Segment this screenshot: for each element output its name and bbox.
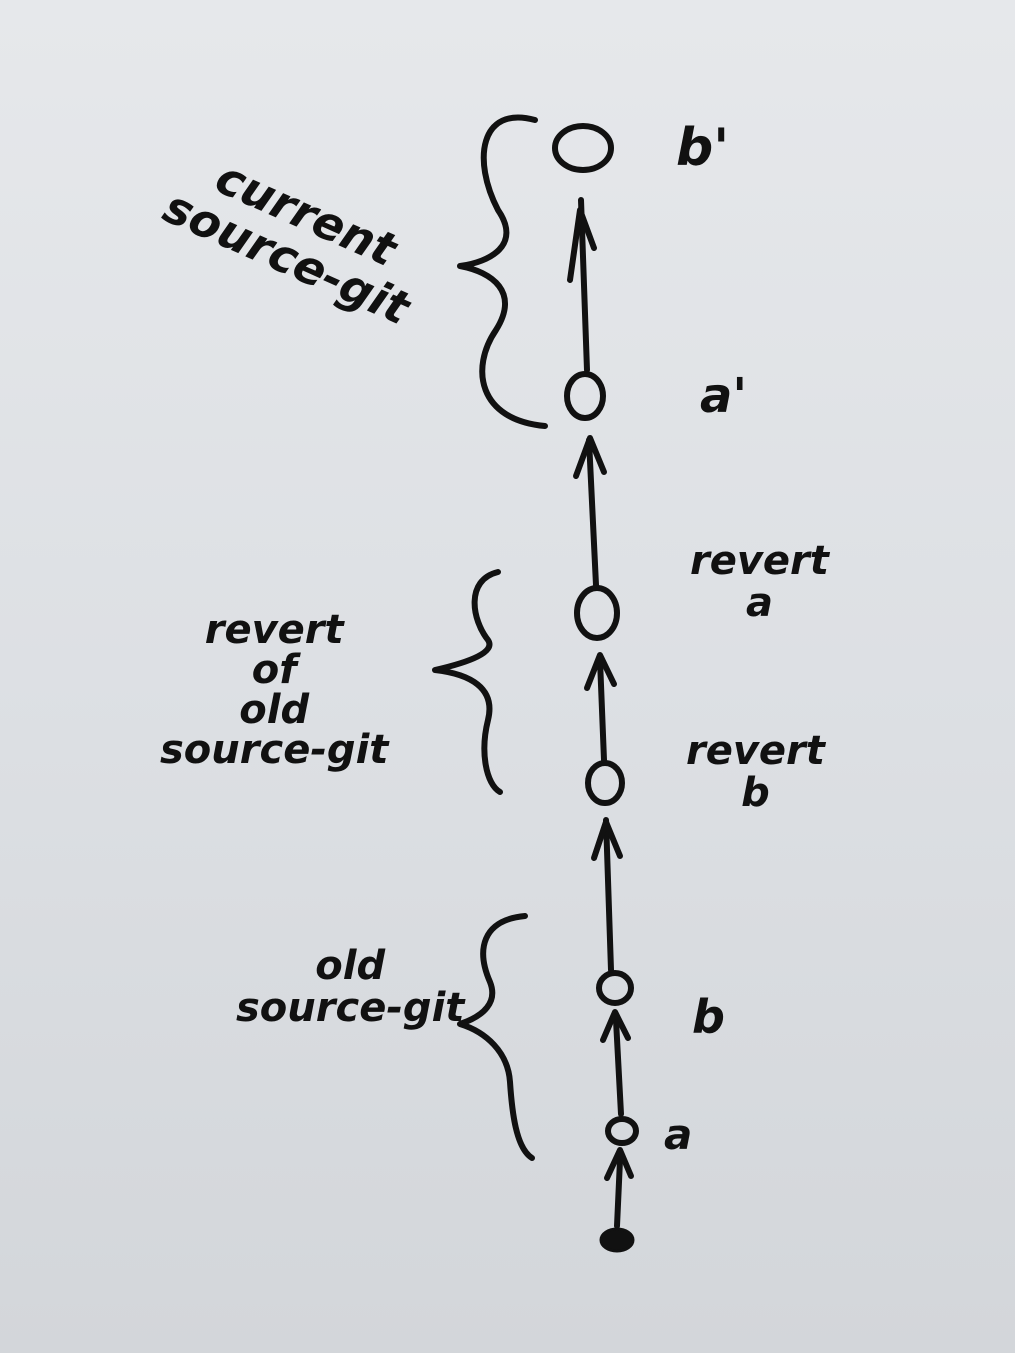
group-label-old-source-git: old source-git (236, 945, 464, 1029)
group-label-revert-of-old-source-git-line-1: revert (204, 607, 344, 653)
arrow-root-to-a (604, 1147, 634, 1229)
arrow-b-to-revert-b (591, 817, 623, 973)
group-label-revert-of-old-source-git-line-3: old (239, 687, 310, 733)
commit-node-a (605, 1116, 639, 1146)
group-label-old-source-git-line-2: source-git (236, 985, 465, 1031)
brace-revert-of-old-source-git (432, 569, 503, 795)
commit-label-b-prime: b' (676, 118, 730, 178)
commit-node-revert-a (574, 585, 620, 641)
arrow-a-prime-to-b-prime (567, 197, 597, 373)
brace-current-source-git (457, 114, 548, 429)
commit-label-revert-a-line-1: revert (690, 538, 829, 584)
brace-old-source-git (457, 913, 535, 1161)
arrow-revert-b-to-revert-a (584, 652, 617, 763)
group-label-revert-of-old-source-git-line-4: source-git (160, 727, 389, 773)
commit-label-b: b (692, 990, 725, 1044)
commit-node-b-prime (552, 123, 614, 173)
commit-node-revert-b (585, 760, 625, 806)
commit-label-revert-b-line-1: revert (686, 728, 825, 774)
commit-label-a-prime: a' (700, 368, 748, 424)
commit-label-a: a (664, 1110, 693, 1159)
commit-label-revert-a: revert a (690, 540, 829, 624)
arrow-revert-a-to-a-prime (573, 435, 607, 588)
group-label-revert-of-old-source-git-line-2: of (251, 647, 297, 693)
arrow-a-to-b (600, 1009, 631, 1117)
commit-node-a-prime (564, 371, 606, 421)
group-label-old-source-git-line-1: old (315, 943, 386, 989)
commit-label-revert-b: revert b (686, 730, 825, 814)
commit-label-revert-a-line-2: a (745, 580, 773, 626)
commit-node-b (596, 970, 634, 1006)
commit-label-revert-b-line-2: b (741, 770, 770, 816)
group-label-revert-of-old-source-git: revert of old source-git (160, 610, 388, 770)
commit-node-root (599, 1227, 635, 1253)
